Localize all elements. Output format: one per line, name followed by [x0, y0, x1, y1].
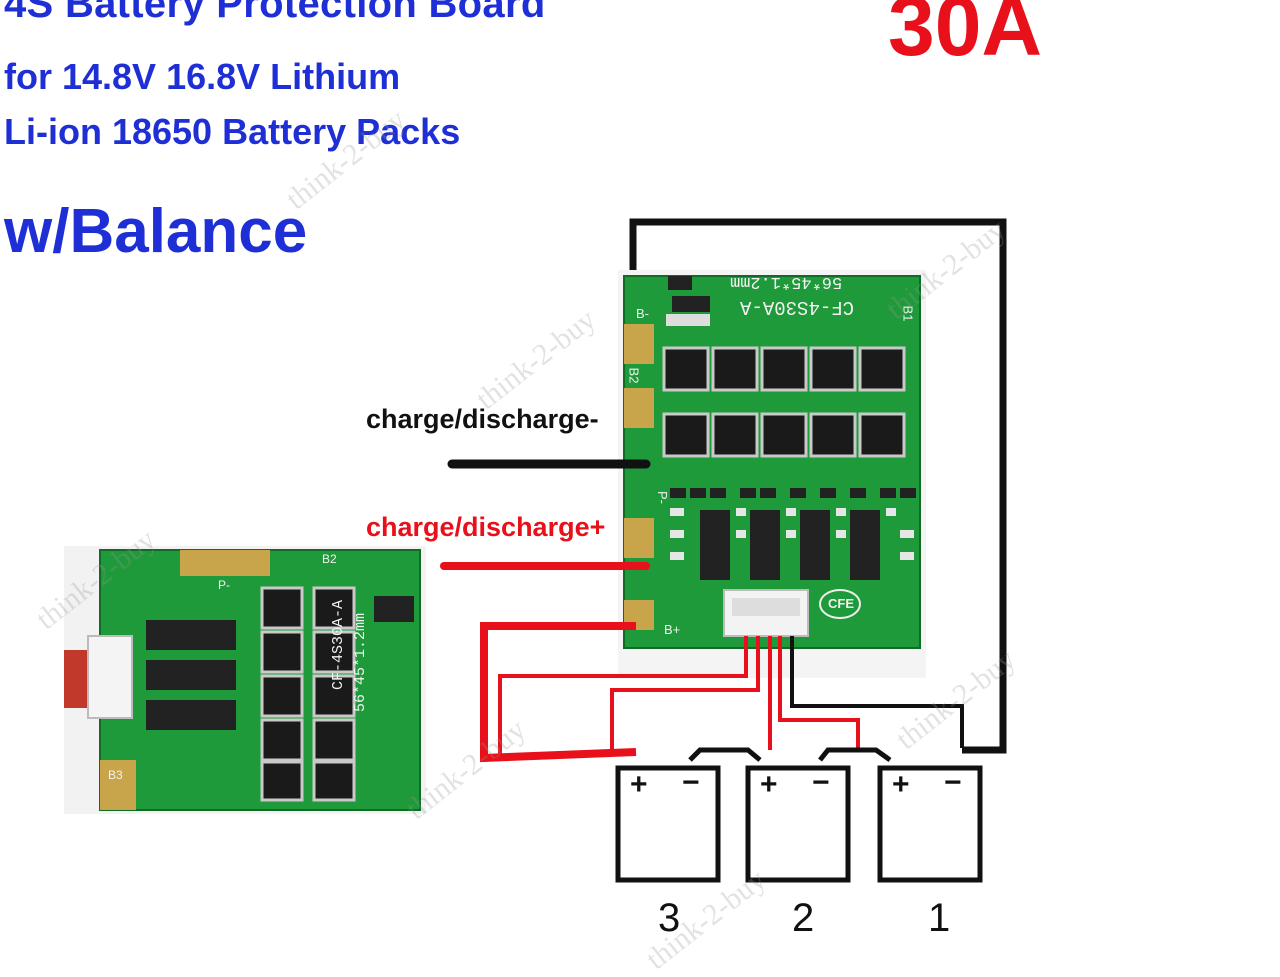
cell-1-minus: −	[944, 766, 962, 799]
main-board-logo: CFE	[828, 596, 854, 611]
side-pad-b2: B2	[322, 552, 337, 566]
feature-label: w/Balance	[4, 197, 308, 266]
cell-3-plus: +	[630, 768, 648, 801]
side-pcb	[64, 546, 426, 814]
side-pad-b3: B3	[108, 768, 123, 782]
cell-2-plus: +	[760, 768, 778, 801]
subtitle-line-2: Li-ion 18650 Battery Packs	[4, 111, 461, 152]
main-pcb	[618, 270, 926, 678]
main-pad-b2: B2	[626, 367, 642, 384]
cell-1-plus: +	[892, 768, 910, 801]
black-loop-wire	[629, 218, 1007, 754]
label-charge-discharge-positive: charge/discharge+	[366, 512, 606, 542]
cell-2-number: 2	[792, 896, 815, 940]
balance-lead-black	[790, 636, 964, 748]
link-3-2	[688, 747, 762, 762]
cell-3-minus: −	[682, 766, 700, 799]
side-pad-p-minus: P-	[218, 578, 230, 592]
cell-3-number: 3	[658, 896, 681, 940]
balance-lead-1	[498, 636, 748, 760]
balance-lead-2	[610, 636, 760, 750]
main-pad-b-minus: B-	[636, 306, 649, 321]
balance-lead-4	[778, 636, 860, 750]
side-board-size-text: 56*45*1.2mm	[352, 612, 369, 712]
current-rating: 30A	[888, 0, 1043, 73]
main-board-size-text: 56*45*1.2mm	[730, 272, 843, 291]
cell-2-minus: −	[812, 766, 830, 799]
main-pad-p-minus: P-	[655, 491, 670, 504]
wire-b-plus	[480, 622, 637, 763]
page-title: 4S Battery Protection Board	[4, 0, 546, 26]
main-board-model-text: CF-4S30A-A	[740, 296, 855, 318]
side-board-model-text: CF-4S30A-A	[330, 599, 347, 690]
battery-cells	[615, 765, 983, 883]
link-2-1	[818, 747, 892, 763]
main-pad-b-plus: B+	[664, 622, 681, 637]
cell-1-number: 1	[928, 896, 951, 940]
subtitle-line-1: for 14.8V 16.8V Lithium	[4, 56, 401, 97]
label-charge-discharge-negative: charge/discharge-	[366, 404, 599, 434]
